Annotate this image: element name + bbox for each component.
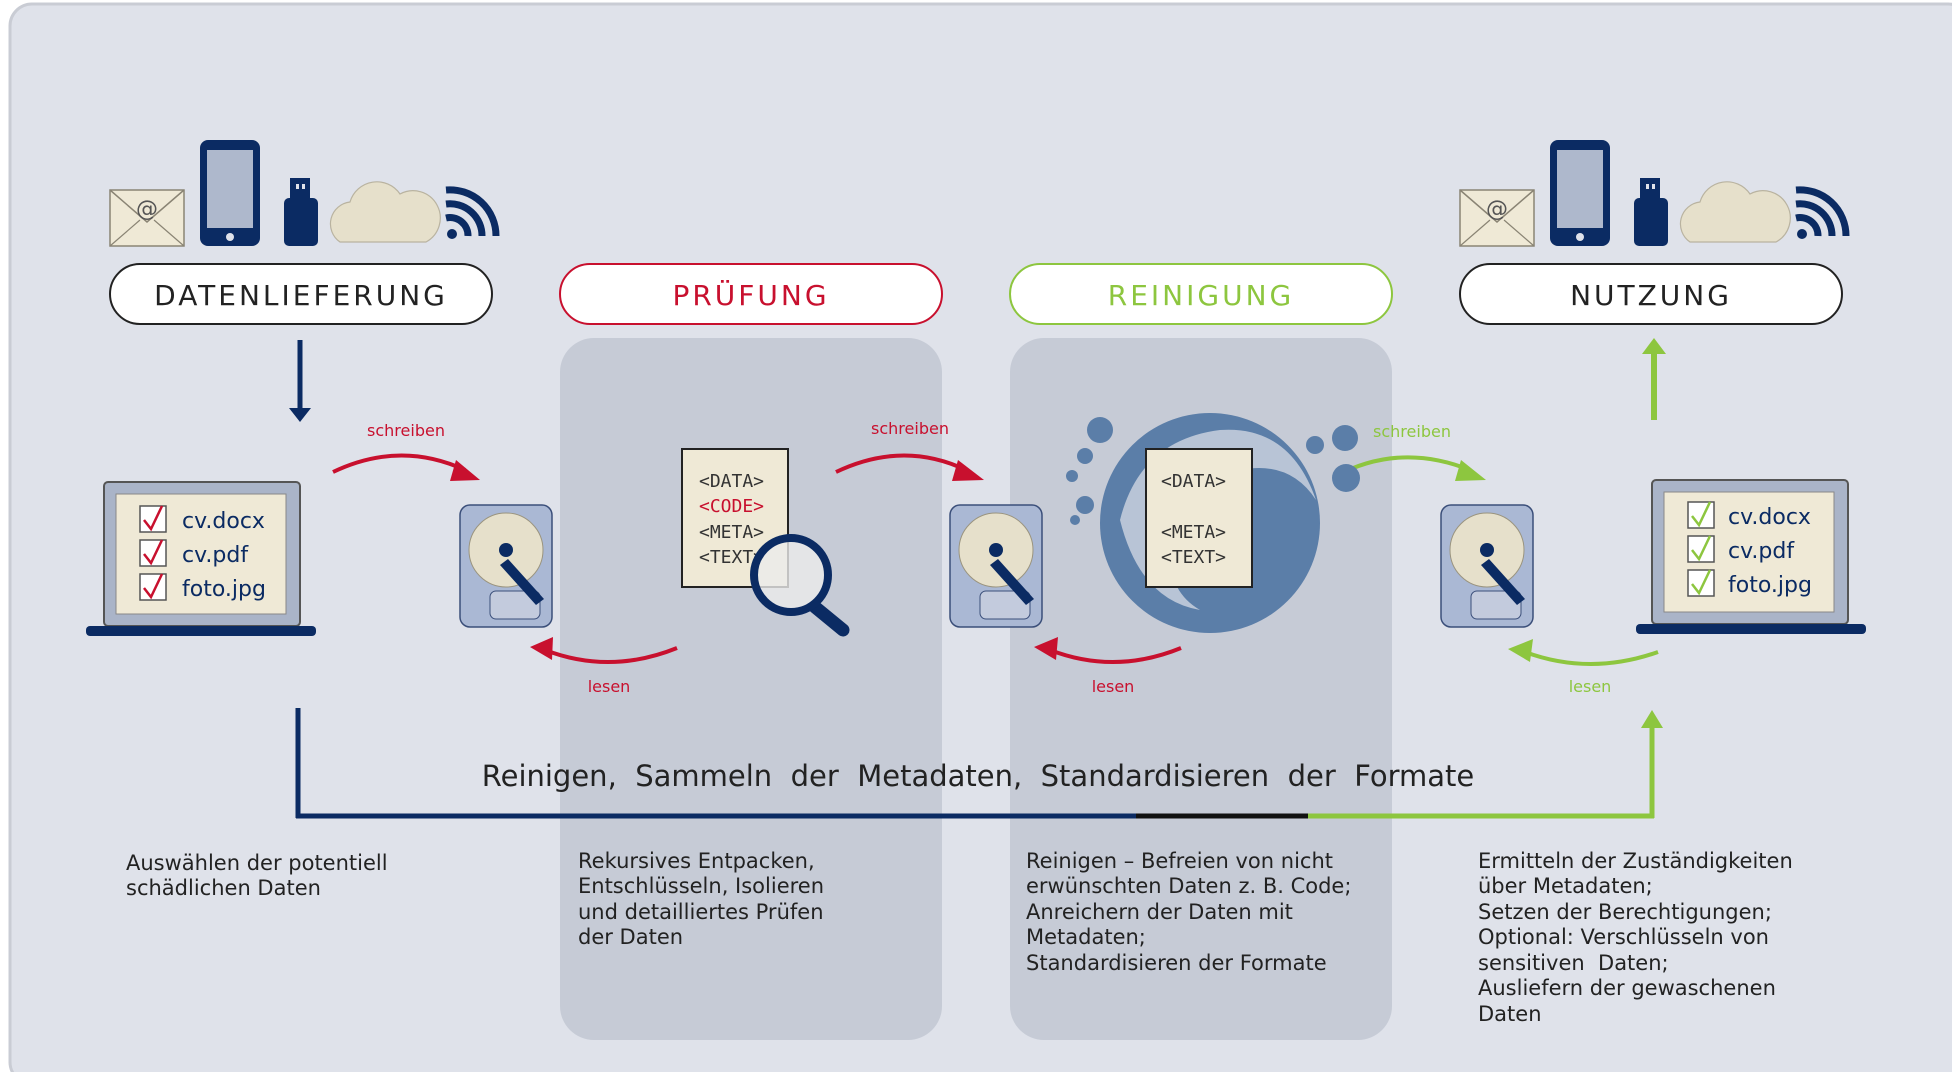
desc-line: Daten <box>1478 1002 1542 1026</box>
desc-line: Rekursives Entpacken, <box>578 849 815 873</box>
checkbox-icon <box>1687 535 1715 563</box>
wifi-icon <box>1795 186 1850 239</box>
write-label: schreiben <box>1373 422 1451 441</box>
svg-text:@: @ <box>1486 197 1508 222</box>
desc-line: Auswählen der potentiell <box>126 851 388 875</box>
check-doc-tag-1: <DATA> <box>699 471 764 492</box>
clean-doc-tag-2: <META> <box>1161 522 1226 543</box>
stage-usage-label: NUTZUNG <box>1570 279 1732 312</box>
stage-cleaning-label: REINIGUNG <box>1108 279 1294 312</box>
desc-line: sensitiven Daten; <box>1478 951 1669 975</box>
mail-icon: @ <box>1459 189 1535 247</box>
checkbox-icon <box>1687 501 1715 529</box>
write-arrow: schreiben <box>332 421 480 481</box>
check-doc-tag-2: <CODE> <box>699 496 764 517</box>
read-arrow: lesen <box>530 637 678 696</box>
svg-text:@: @ <box>136 197 158 222</box>
stage-cleaning: REINIGUNG <box>1009 263 1393 325</box>
phone-icon <box>200 140 260 246</box>
write-arrow: schreiben <box>835 419 984 481</box>
desc-line: Optional: Verschlüsseln von <box>1478 925 1769 949</box>
desc-line: Ausliefern der gewaschenen <box>1478 976 1776 1000</box>
stage-check: PRÜFUNG <box>559 263 943 325</box>
read-arrow: lesen <box>1508 639 1659 696</box>
result-file-1: cv.docx <box>1728 505 1811 530</box>
delivery-down-arrow <box>289 340 311 422</box>
desc-line: und detailliertes Prüfen <box>578 900 824 924</box>
result-file-3: foto.jpg <box>1728 573 1812 598</box>
checkbox-icon <box>1687 569 1715 597</box>
write-label: schreiben <box>871 419 949 438</box>
desc-line: Anreichern der Daten mit <box>1026 900 1293 924</box>
target-channel-icons: @ <box>1459 140 1850 247</box>
desc-line: Ermitteln der Zuständigkeiten <box>1478 849 1793 873</box>
clean-doc-tag-1: <DATA> <box>1161 471 1226 492</box>
usage-description: Ermitteln der Zuständigkeiten über Metad… <box>1478 849 1793 1026</box>
read-label: lesen <box>1092 677 1135 696</box>
desc-line: schädlichen Daten <box>126 876 321 900</box>
source-file-2: cv.pdf <box>182 543 249 568</box>
stage-delivery-label: DATENLIEFERUNG <box>154 279 448 312</box>
check-doc-tag-4: <TEXT> <box>699 547 764 568</box>
clean-document: <DATA> <META> <TEXT> <box>1145 448 1253 588</box>
desc-line: Reinigen – Befreien von nicht <box>1026 849 1333 873</box>
desc-line: Entschlüsseln, Isolieren <box>578 874 824 898</box>
usb-stick-icon <box>284 178 318 246</box>
desc-line: Metadaten; <box>1026 925 1146 949</box>
cloud-icon <box>1679 181 1791 243</box>
write-label: schreiben <box>367 421 445 440</box>
stage-delivery: DATENLIEFERUNG <box>109 263 493 325</box>
phone-icon <box>1550 140 1610 246</box>
usb-stick-icon <box>1634 178 1668 246</box>
wifi-icon <box>445 186 500 239</box>
usage-up-arrow <box>1642 338 1666 420</box>
read-label: lesen <box>1569 677 1612 696</box>
result-file-list: cv.docx cv.pdf foto.jpg <box>1687 501 1812 598</box>
cloud-icon <box>329 181 441 243</box>
stage-usage: NUTZUNG <box>1459 263 1843 325</box>
check-panel <box>560 338 942 1040</box>
flow-line <box>295 708 1663 819</box>
delivery-description: Auswählen der potentiell schädlichen Dat… <box>126 851 388 900</box>
desc-line: erwünschten Daten z. B. Code; <box>1026 874 1351 898</box>
cleaning-description: Reinigen – Befreien von nicht erwünschte… <box>1026 849 1351 975</box>
checkbox-icon <box>139 573 167 601</box>
source-file-3: foto.jpg <box>182 577 266 602</box>
desc-line: über Metadaten; <box>1478 874 1653 898</box>
mail-icon: @ <box>109 189 185 247</box>
desc-line: Standardisieren der Formate <box>1026 951 1327 975</box>
source-file-1: cv.docx <box>182 509 265 534</box>
hard-drive-icon <box>459 504 553 628</box>
clean-doc-tag-3: <TEXT> <box>1161 547 1226 568</box>
checkbox-icon <box>139 505 167 533</box>
check-description: Rekursives Entpacken, Entschlüsseln, Iso… <box>578 849 824 949</box>
stage-check-label: PRÜFUNG <box>672 278 829 312</box>
write-arrow: schreiben <box>1335 422 1486 481</box>
desc-line: Setzen der Berechtigungen; <box>1478 900 1772 924</box>
result-file-2: cv.pdf <box>1728 539 1795 564</box>
source-channel-icons: @ <box>109 140 500 247</box>
desc-line: der Daten <box>578 925 683 949</box>
flow-label: Reinigen, Sammeln der Metadaten, Standar… <box>482 759 1475 793</box>
hard-drive-icon <box>1440 504 1534 628</box>
check-doc-tag-3: <META> <box>699 522 764 543</box>
source-file-list: cv.docx cv.pdf foto.jpg <box>139 505 266 602</box>
hard-drive-icon <box>949 504 1043 628</box>
read-arrow: lesen <box>1034 637 1182 696</box>
checkbox-icon <box>139 539 167 567</box>
read-label: lesen <box>588 677 631 696</box>
magnifier-icon <box>750 534 850 637</box>
